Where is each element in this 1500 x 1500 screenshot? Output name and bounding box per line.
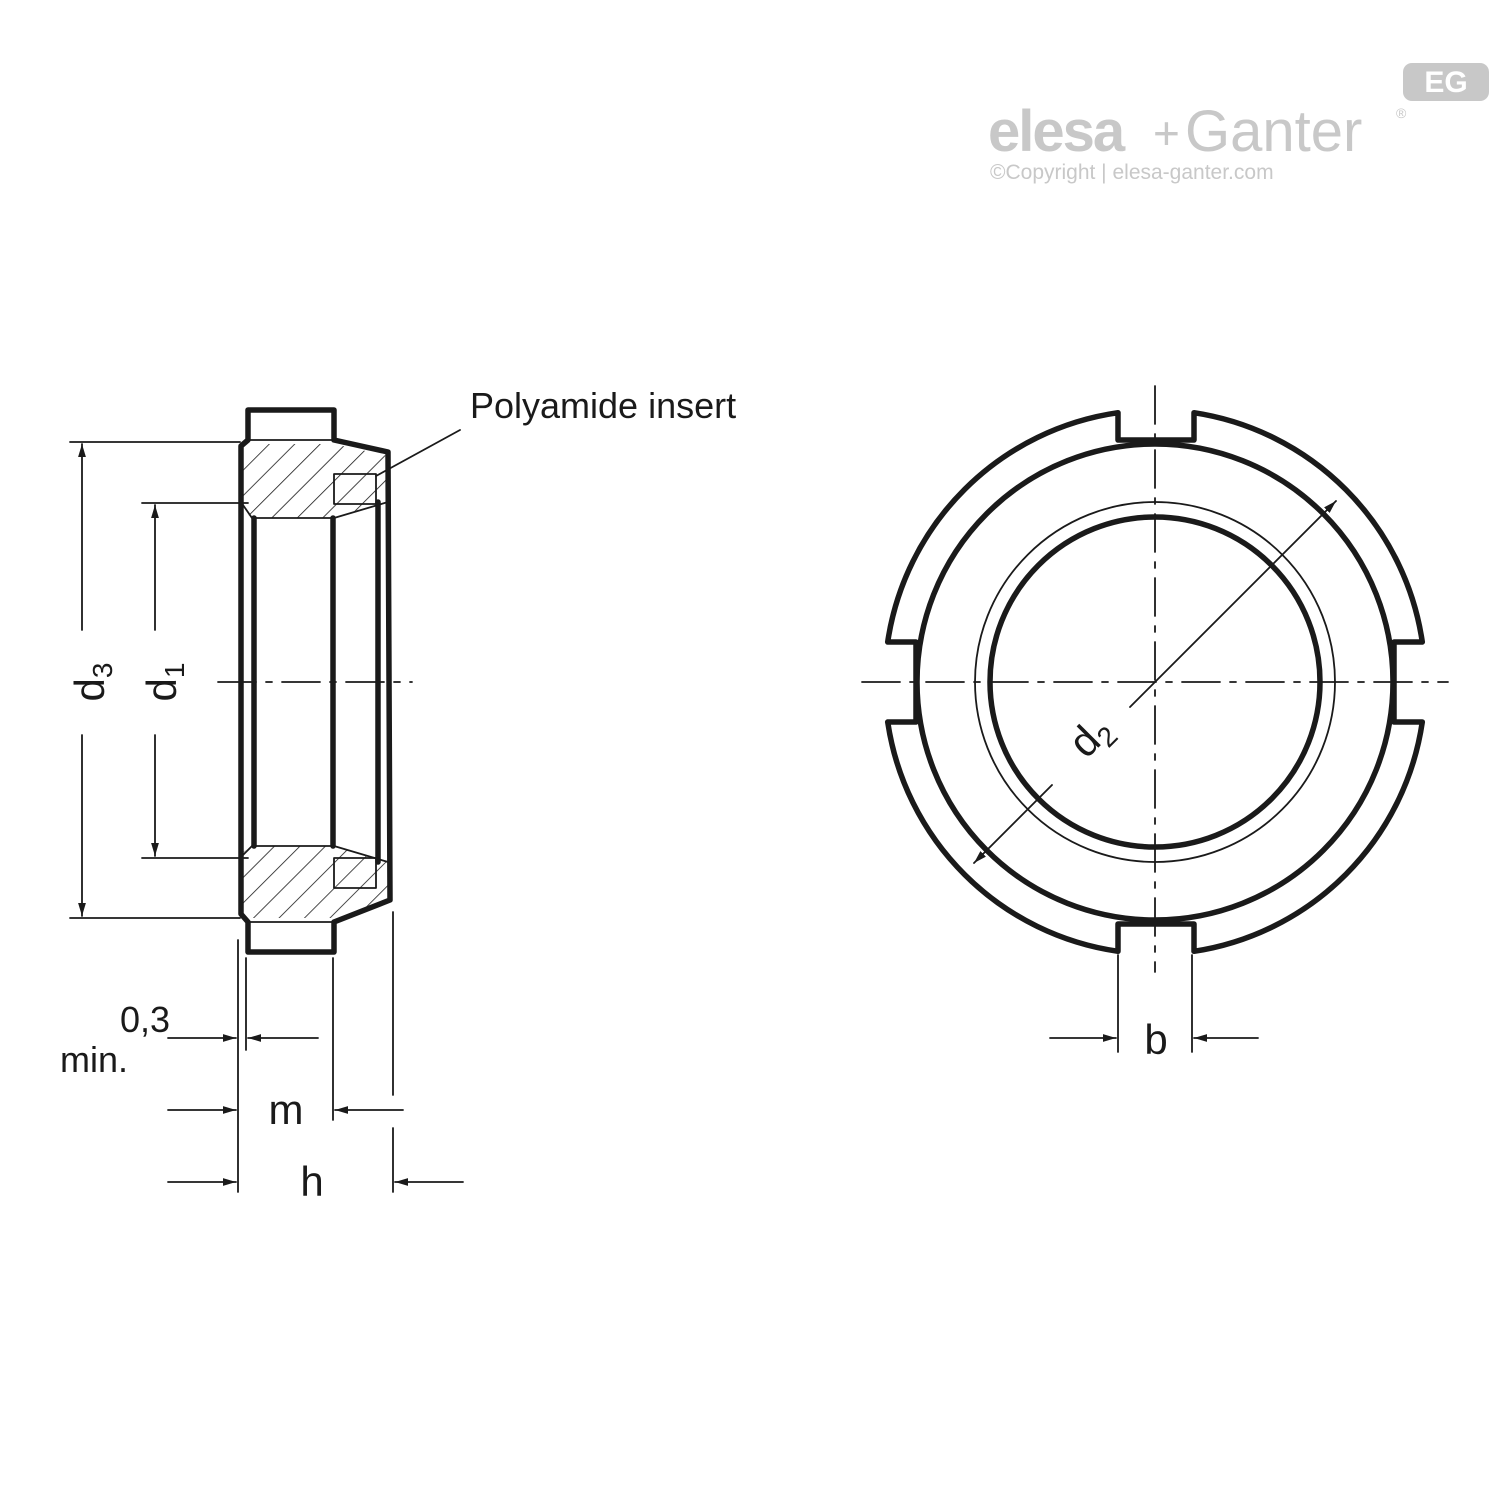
d2-label: d2 [1059, 705, 1123, 769]
d2-arrow-lower [973, 784, 1053, 864]
brand-name-part1: elesa [988, 99, 1126, 164]
brand-badge-text: EG [1424, 66, 1467, 99]
clearance-value-label: 0,3 [120, 999, 170, 1040]
brand-badge [1403, 63, 1489, 101]
lower-section-hatch [243, 846, 388, 918]
front-view: d2 b [861, 385, 1449, 1063]
d2-arrow-upper [1129, 500, 1337, 708]
insert-callout-label: Polyamide insert [470, 385, 736, 426]
side-section-view: Polyamide insert d3 d1 0,3 min. m h [60, 385, 736, 1205]
d3-label: d3 [66, 663, 118, 702]
clearance-unit-label: min. [60, 1039, 128, 1080]
upper-insert [333, 473, 377, 505]
upper-bore-edge [242, 501, 389, 519]
d1-label: d1 [138, 663, 190, 702]
brand-name-part2: Ganter [1185, 99, 1362, 164]
m-label: m [269, 1086, 304, 1133]
brand-copyright: ©Copyright | elesa-ganter.com [990, 161, 1274, 184]
brand-plus: + [1153, 107, 1180, 159]
slotted-outer-contour [884, 409, 1426, 955]
insert-leader-line [375, 429, 461, 477]
lower-insert [333, 857, 377, 889]
brand-registered: ® [1396, 105, 1407, 121]
lower-bore-edge [242, 845, 389, 863]
brand-logo: EG elesa + Ganter ® ©Copyright | elesa-g… [988, 63, 1489, 184]
b-label: b [1144, 1016, 1167, 1063]
h-label: h [300, 1158, 323, 1205]
upper-section-hatch [243, 444, 388, 518]
